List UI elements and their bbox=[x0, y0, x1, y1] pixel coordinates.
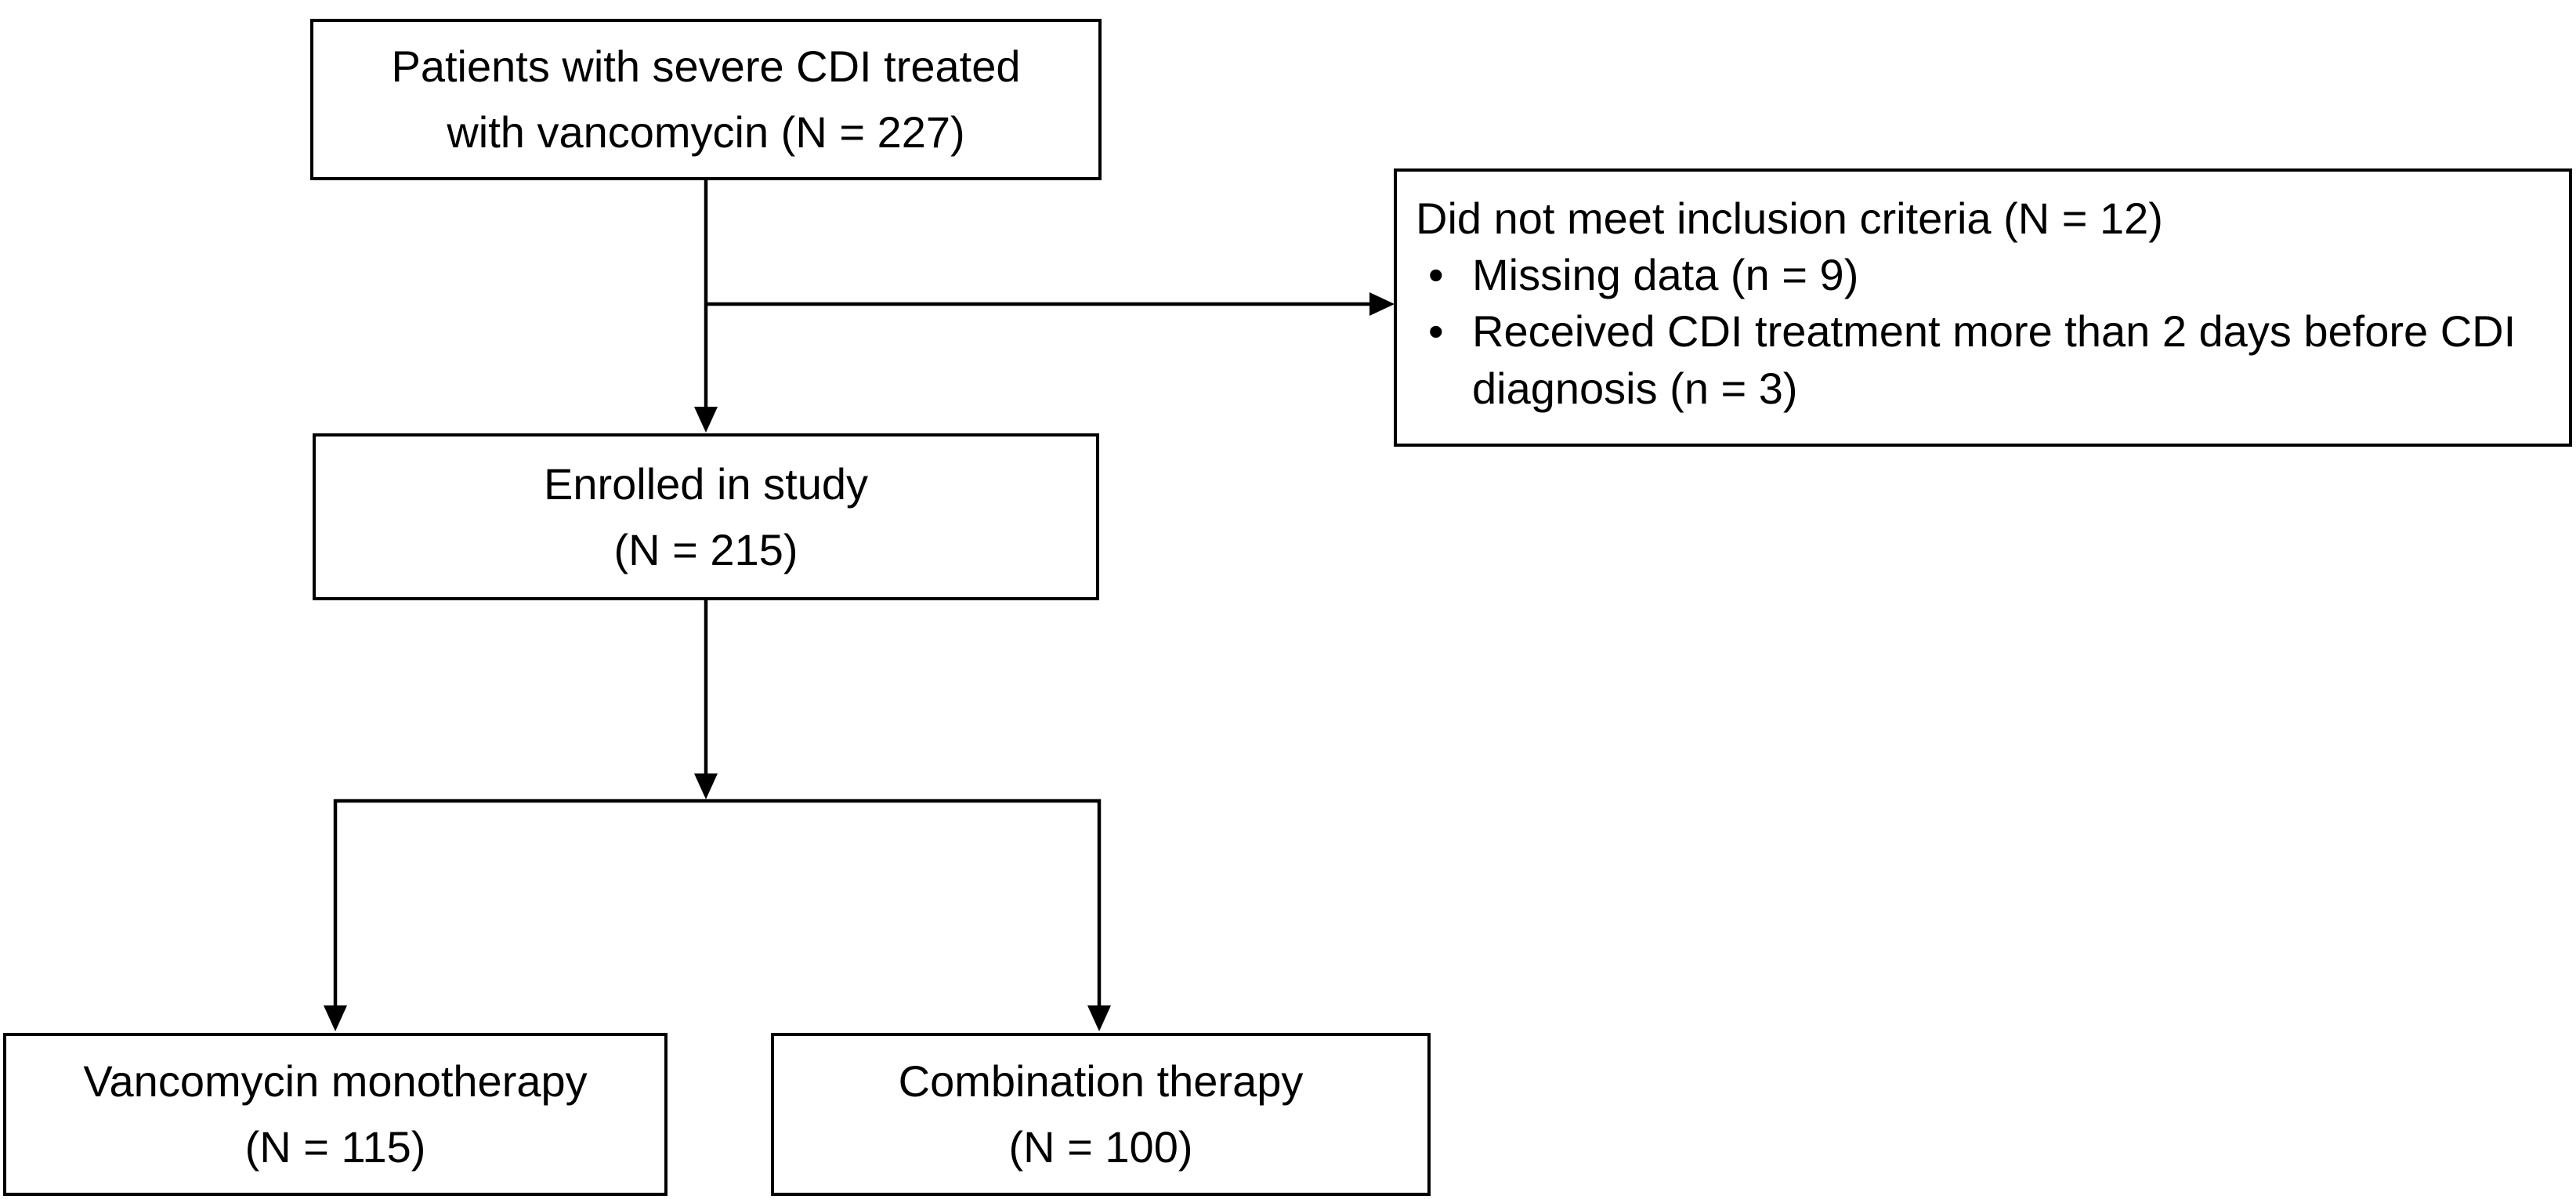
excluded-bullet-item: • Received CDI treatment more than 2 day… bbox=[1416, 303, 2550, 416]
excluded-title: Did not meet inclusion criteria (N = 12) bbox=[1416, 194, 2163, 243]
node-text-line: (N = 215) bbox=[613, 524, 798, 574]
excluded-bullet-text: Missing data (n = 9) bbox=[1472, 250, 1859, 300]
arrow-down-icon bbox=[1087, 1005, 1111, 1031]
node-excluded: Did not meet inclusion criteria (N = 12)… bbox=[1394, 168, 2572, 447]
node-source-population: Patients with severe CDI treated with va… bbox=[310, 19, 1102, 180]
node-text-line: Patients with severe CDI treated bbox=[391, 42, 1021, 91]
arrow-down-icon bbox=[694, 773, 718, 799]
arrow-right-icon bbox=[1369, 292, 1395, 316]
excluded-bullet-text: Received CDI treatment more than 2 days … bbox=[1472, 306, 2516, 413]
bullet-icon: • bbox=[1428, 250, 1444, 300]
node-text-line: (N = 115) bbox=[244, 1122, 426, 1172]
node-text-line: (N = 100) bbox=[1008, 1122, 1193, 1172]
node-combination-therapy: Combination therapy (N = 100) bbox=[771, 1033, 1431, 1196]
arrow-down-icon bbox=[324, 1005, 347, 1031]
bullet-icon: • bbox=[1428, 306, 1444, 357]
arrow-down-icon bbox=[694, 407, 718, 433]
node-text-line: Combination therapy bbox=[898, 1056, 1304, 1106]
node-text-line: Vancomycin monotherapy bbox=[83, 1056, 588, 1106]
node-vancomycin-monotherapy: Vancomycin monotherapy (N = 115) bbox=[3, 1033, 668, 1196]
node-enrolled: Enrolled in study (N = 215) bbox=[313, 433, 1099, 600]
node-text-line: Enrolled in study bbox=[543, 458, 868, 509]
excluded-bullet-item: • Missing data (n = 9) bbox=[1416, 247, 2550, 303]
node-text-line: with vancomycin (N = 227) bbox=[447, 107, 965, 157]
